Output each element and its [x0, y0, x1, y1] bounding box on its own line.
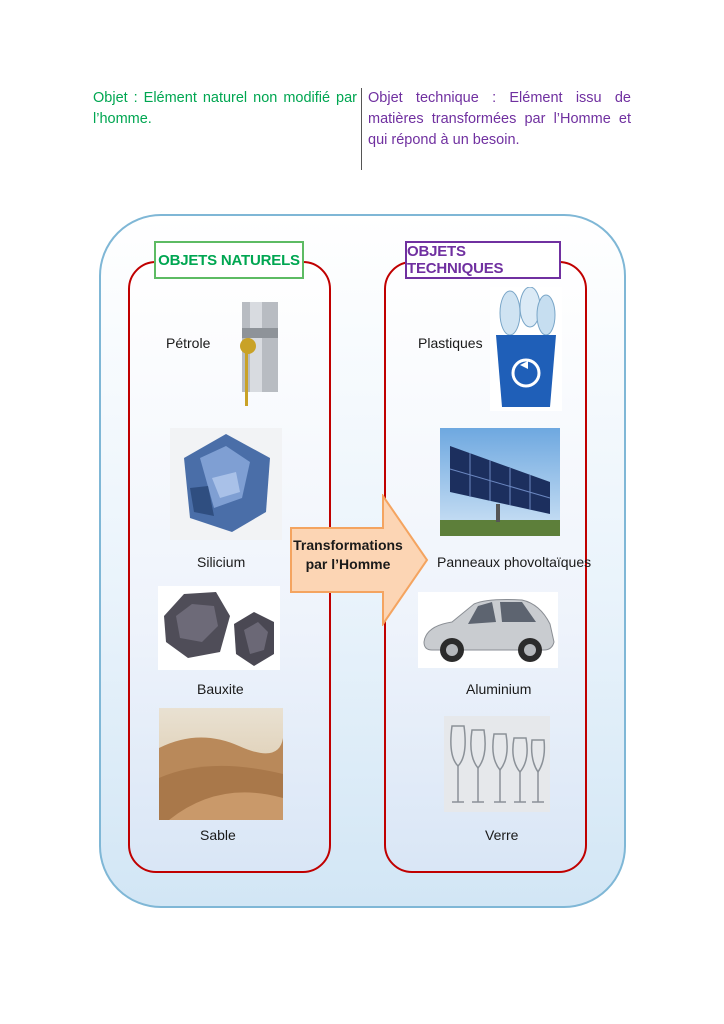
natural-objects-header: OBJETS NATURELS [154, 241, 304, 279]
natural-item-label: Pétrole [166, 335, 211, 351]
technical-item-label: Aluminium [466, 681, 532, 697]
natural-item-label: Bauxite [197, 681, 244, 697]
solar-panels-image [440, 428, 560, 536]
technical-item-label: Verre [485, 827, 519, 843]
car-image [418, 592, 558, 668]
silicon-image [170, 428, 282, 540]
arrow-label-line2: par l’Homme [305, 556, 391, 572]
petrol-image [240, 302, 278, 406]
definitions: Objet : Elément naturel non modifié par … [93, 88, 633, 170]
arrow-label: Transformations par l’Homme [289, 536, 407, 574]
arrow-shape [290, 494, 429, 626]
plastics-image [490, 287, 562, 411]
arrow-label-line1: Transformations [293, 537, 403, 553]
sand-image [159, 708, 283, 820]
technical-objects-header: OBJETS TECHNIQUES [405, 241, 561, 279]
natural-item-label: Sable [200, 827, 236, 843]
definition-objet-technique: Objet technique : Elément issu de matièr… [368, 90, 631, 148]
bauxite-image [158, 586, 280, 670]
technical-item-label: Panneaux phovoltaïques [437, 554, 592, 570]
definition-divider [361, 88, 362, 170]
technical-item-label: Plastiques [418, 335, 483, 351]
transformation-arrow: Transformations par l’Homme [289, 494, 429, 626]
glasses-image [444, 716, 550, 812]
natural-item-label: Silicium [197, 554, 246, 570]
definition-objet: Objet : Elément naturel non modifié par … [93, 90, 357, 127]
